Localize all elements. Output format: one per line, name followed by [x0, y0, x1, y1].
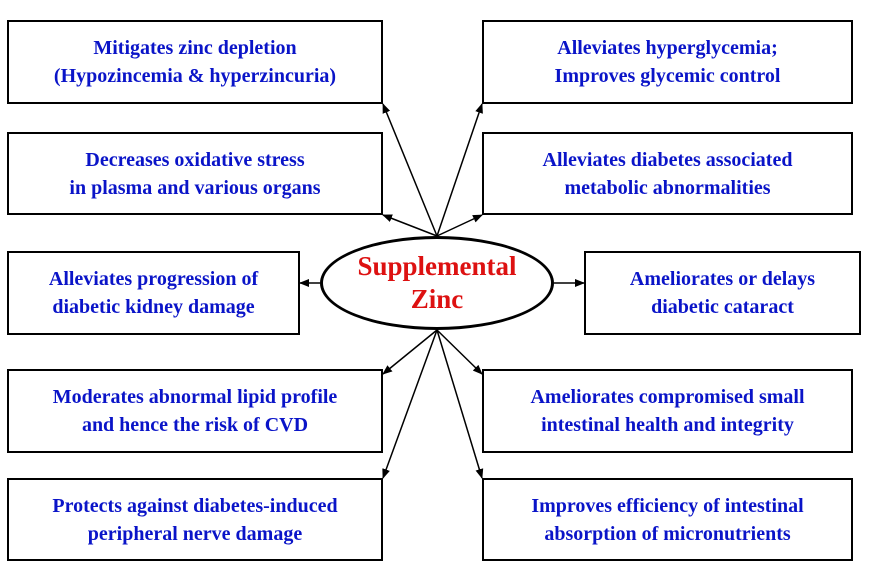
arrow-to-intestinal-health [436, 329, 483, 375]
box-text-line1: Moderates abnormal lipid profile [52, 386, 338, 408]
box-text-line2: absorption of micronutrients [544, 522, 791, 545]
arrow-to-nerve [382, 329, 438, 479]
box-text-line1: Alleviates hyperglycemia; [557, 37, 778, 59]
supplemental-zinc-ellipse: Supplemental Zinc [320, 236, 554, 330]
center-label-line2: Zinc [410, 284, 464, 314]
arrow-to-metabolic [436, 214, 483, 237]
box-micronutrient-absorption: Improves efficiency of intestinal absorp… [482, 478, 853, 561]
box-zinc-depletion: Mitigates zinc depletion (Hypozincemia &… [7, 20, 383, 104]
box-text-line1: Alleviates diabetes associated [542, 148, 793, 171]
box-cataract: Ameliorates or delays diabetic cataract [584, 251, 861, 335]
box-text-line2: diabetic cataract [651, 296, 794, 318]
box-text-line2: peripheral nerve damage [87, 522, 303, 545]
box-text-line2: intestinal health and integrity [541, 414, 794, 436]
box-text-line2: metabolic abnormalities [564, 176, 771, 199]
box-text-line1: Decreases oxidative stress [85, 148, 305, 171]
arrow-to-lipid [382, 329, 438, 375]
arrow-to-hyperglycemia [436, 103, 483, 237]
box-text-line2: Improves glycemic control [554, 65, 781, 87]
box-text-line1: Protects against diabetes-induced [52, 494, 338, 517]
box-hyperglycemia: Alleviates hyperglycemia; Improves glyce… [482, 20, 853, 104]
box-lipid-profile: Moderates abnormal lipid profile and hen… [7, 369, 383, 453]
box-text-line2: in plasma and various organs [69, 176, 321, 199]
box-oxidative-stress: Decreases oxidative stress in plasma and… [7, 132, 383, 215]
box-nerve-damage: Protects against diabetes-induced periph… [7, 478, 383, 561]
box-text-line1: Ameliorates compromised small [530, 386, 805, 408]
box-text-line1: Mitigates zinc depletion [93, 37, 297, 59]
box-text-line2: diabetic kidney damage [52, 296, 255, 318]
box-text-line1: Ameliorates or delays [629, 268, 816, 290]
arrow-to-absorption [436, 329, 484, 479]
arrow-to-oxidative-stress [382, 214, 438, 237]
center-label-line1: Supplemental [357, 251, 517, 281]
box-text-line2: (Hypozincemia & hyperzincuria) [53, 65, 337, 87]
box-metabolic-abnormalities: Alleviates diabetes associated metabolic… [482, 132, 853, 215]
box-text-line1: Improves efficiency of intestinal [531, 494, 804, 517]
box-text-line1: Alleviates progression of [48, 268, 259, 290]
arrow-to-zinc-depletion [382, 103, 438, 237]
box-kidney-damage: Alleviates progression of diabetic kidne… [7, 251, 300, 335]
box-intestinal-health: Ameliorates compromised small intestinal… [482, 369, 853, 453]
box-text-line2: and hence the risk of CVD [81, 414, 309, 436]
